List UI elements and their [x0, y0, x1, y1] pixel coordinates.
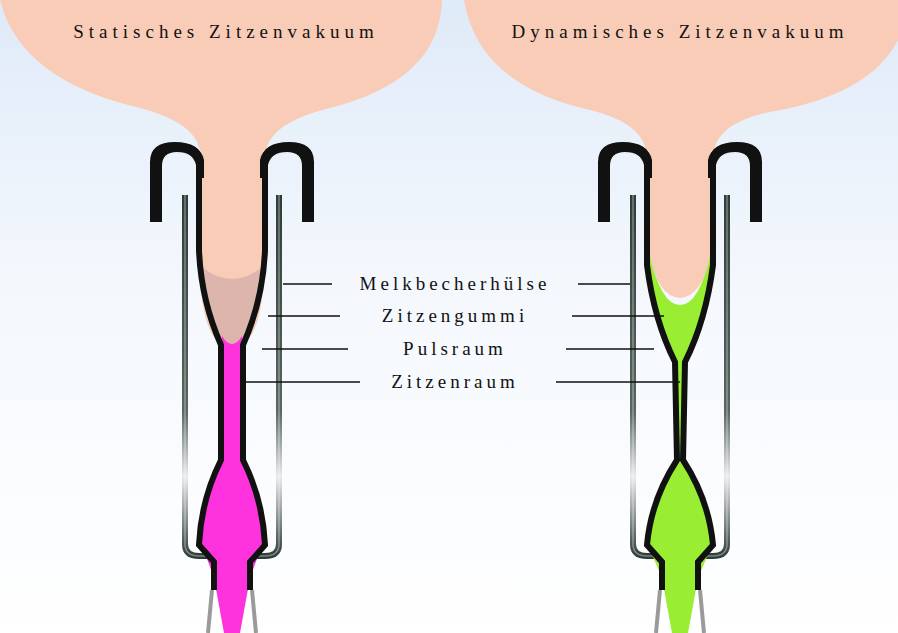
- panel-heading: Statisches Zitzenvakuum: [73, 22, 378, 43]
- dynamic-teat-cup: [598, 140, 762, 633]
- part-label: Melkbecherhülse: [360, 274, 551, 295]
- udder: [464, 0, 898, 150]
- static-teat-cup: [150, 140, 314, 633]
- part-label: Zitzenraum: [391, 372, 519, 393]
- part-label: Zitzengummi: [382, 306, 528, 327]
- panel-heading: Dynamisches Zitzenvakuum: [512, 22, 849, 43]
- part-label: Pulsraum: [403, 339, 507, 360]
- leader-lines: [244, 284, 680, 382]
- udder: [0, 0, 442, 150]
